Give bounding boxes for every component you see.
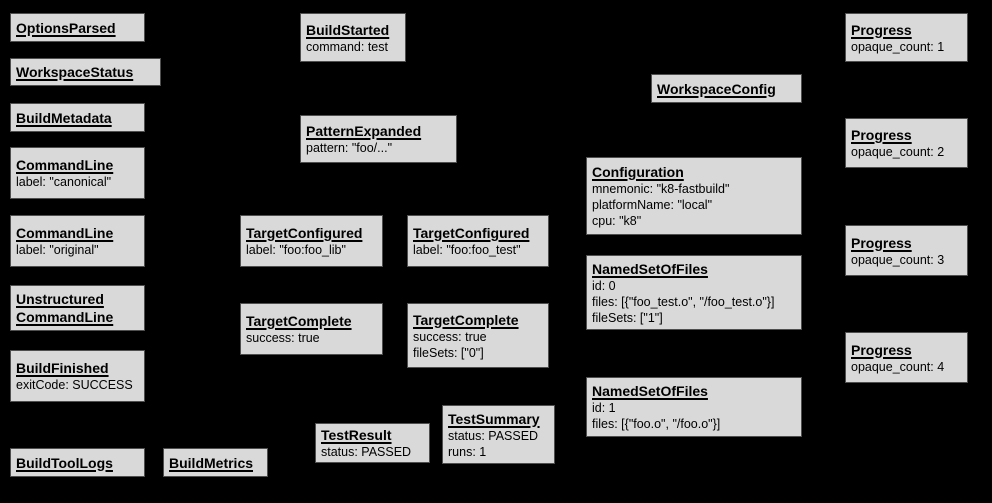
node-title: BuildMetrics — [169, 454, 254, 471]
node-build-metrics: BuildMetrics — [163, 448, 268, 477]
node-body: id: 1 files: [{"foo.o", "/foo.o"}] — [592, 401, 721, 431]
node-progress-3: Progress opaque_count: 3 — [845, 225, 968, 276]
node-title: NamedSetOfFiles — [592, 260, 708, 277]
node-title: WorkspaceStatus — [16, 64, 134, 80]
node-build-metadata: BuildMetadata — [10, 103, 145, 132]
node-body: opaque_count: 2 — [851, 145, 945, 159]
node-body: success: true — [246, 331, 320, 345]
node-title: Unstructured CommandLine — [16, 291, 114, 325]
node-test-result: TestResult status: PASSED — [315, 423, 430, 463]
node-workspace-status: WorkspaceStatus — [10, 58, 161, 86]
node-title: Configuration — [592, 164, 684, 180]
node-body: label: "foo:foo_test" — [413, 243, 521, 257]
node-title: BuildFinished — [16, 360, 109, 376]
node-title: CommandLine — [16, 157, 114, 173]
node-body: pattern: "foo/..." — [306, 141, 393, 155]
node-build-tool-logs: BuildToolLogs — [10, 448, 145, 477]
node-body: status: PASSED — [321, 445, 412, 459]
node-workspace-config: WorkspaceConfig — [651, 74, 802, 103]
node-progress-4: Progress opaque_count: 4 — [845, 332, 968, 383]
node-progress-2: Progress opaque_count: 2 — [845, 118, 968, 168]
node-body: opaque_count: 1 — [851, 39, 945, 54]
node-title: TestResult — [321, 427, 392, 443]
node-options-parsed: OptionsParsed — [10, 13, 145, 42]
node-title: TargetComplete — [413, 311, 519, 328]
node-body: command: test — [306, 39, 388, 54]
node-body: label: "foo:foo_lib" — [246, 243, 346, 257]
node-title: Progress — [851, 341, 912, 358]
node-title: BuildMetadata — [16, 109, 112, 126]
node-title: CommandLine — [16, 225, 114, 241]
node-title: Progress — [851, 234, 912, 251]
node-body: exitCode: SUCCESS — [16, 378, 133, 392]
node-named-set-of-files-1: NamedSetOfFiles id: 1 files: [{"foo.o", … — [586, 377, 802, 437]
node-test-summary: TestSummary status: PASSED runs: 1 — [442, 405, 555, 464]
node-target-configured-foo-lib: TargetConfigured label: "foo:foo_lib" — [240, 215, 383, 267]
node-title: OptionsParsed — [16, 19, 116, 36]
node-progress-1: Progress opaque_count: 1 — [845, 13, 968, 62]
node-pattern-expanded: PatternExpanded pattern: "foo/..." — [300, 115, 457, 163]
node-body: success: true fileSets: ["0"] — [413, 329, 487, 360]
node-title: Progress — [851, 127, 912, 143]
node-command-line-canonical: CommandLine label: "canonical" — [10, 147, 145, 199]
node-body: opaque_count: 3 — [851, 252, 945, 267]
node-target-complete-foo-lib: TargetComplete success: true — [240, 303, 383, 355]
node-body: label: "original" — [16, 243, 99, 257]
node-build-finished: BuildFinished exitCode: SUCCESS — [10, 350, 145, 402]
node-command-line-original: CommandLine label: "original" — [10, 215, 145, 267]
node-title: Progress — [851, 21, 912, 38]
node-title: WorkspaceConfig — [657, 80, 776, 97]
node-body: mnemonic: "k8-fastbuild" platformName: "… — [592, 182, 730, 228]
node-title: TargetConfigured — [413, 225, 530, 241]
node-body: status: PASSED runs: 1 — [448, 428, 539, 459]
node-unstructured-command-line: Unstructured CommandLine — [10, 285, 145, 331]
node-title: NamedSetOfFiles — [592, 383, 708, 399]
node-configuration: Configuration mnemonic: "k8-fastbuild" p… — [586, 157, 802, 235]
node-body: label: "canonical" — [16, 175, 112, 189]
node-build-started: BuildStarted command: test — [300, 13, 406, 62]
node-title: PatternExpanded — [306, 123, 422, 139]
node-named-set-of-files-0: NamedSetOfFiles id: 0 files: [{"foo_test… — [586, 255, 802, 330]
node-title: TargetConfigured — [246, 225, 363, 241]
node-target-complete-foo-test: TargetComplete success: true fileSets: [… — [407, 303, 549, 368]
node-body: id: 0 files: [{"foo_test.o", "/foo_test.… — [592, 278, 775, 325]
node-title: TargetComplete — [246, 313, 352, 329]
node-body: opaque_count: 4 — [851, 359, 945, 374]
node-title: BuildToolLogs — [16, 454, 113, 471]
node-target-configured-foo-test: TargetConfigured label: "foo:foo_test" — [407, 215, 549, 267]
node-title: BuildStarted — [306, 21, 390, 38]
node-title: TestSummary — [448, 410, 540, 427]
